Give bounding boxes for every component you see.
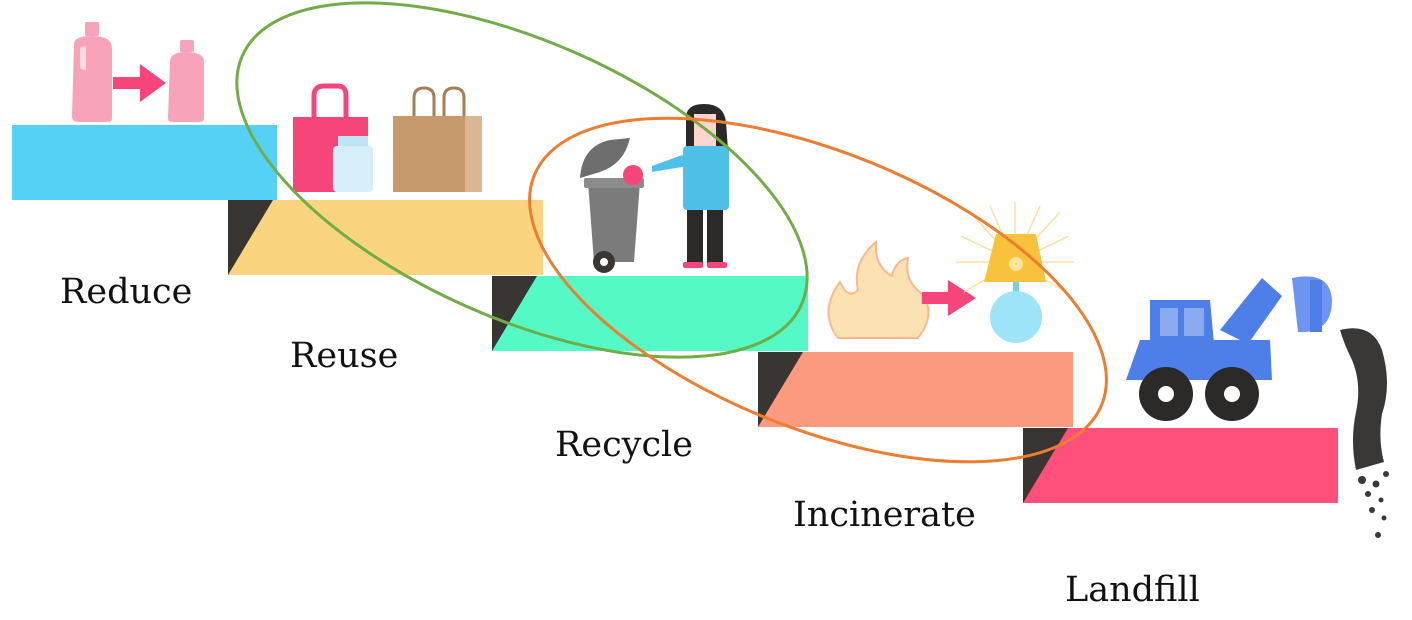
glass-jar-icon: [333, 136, 373, 192]
step-reduce: [12, 125, 277, 200]
paper-bag-icon: [393, 86, 482, 192]
orange-ellipse: [528, 116, 1108, 464]
bottle-large-icon: [72, 22, 112, 122]
tractor-icon: [1126, 276, 1332, 421]
step-label-reduce: Reduce: [60, 272, 193, 312]
green-ellipse: [235, 1, 809, 359]
step-label-incinerate: Incinerate: [793, 495, 976, 535]
lamp-icon: [956, 202, 1074, 343]
step-incinerate: [758, 352, 1073, 427]
trash-bin-icon: [580, 138, 644, 273]
flame-icon: [827, 239, 930, 339]
bottle-small-icon: [168, 40, 204, 122]
arrow-icon: [113, 64, 166, 102]
arrow-icon: [922, 280, 976, 316]
step-label-landfill: Landfill: [1065, 570, 1200, 610]
step-label-recycle: Recycle: [555, 425, 693, 465]
step-landfill: [1023, 428, 1338, 503]
step-label-reuse: Reuse: [290, 336, 399, 376]
step-recycle: [492, 276, 808, 351]
soil-pile-icon: [1340, 328, 1389, 538]
step-reuse: [228, 200, 543, 275]
